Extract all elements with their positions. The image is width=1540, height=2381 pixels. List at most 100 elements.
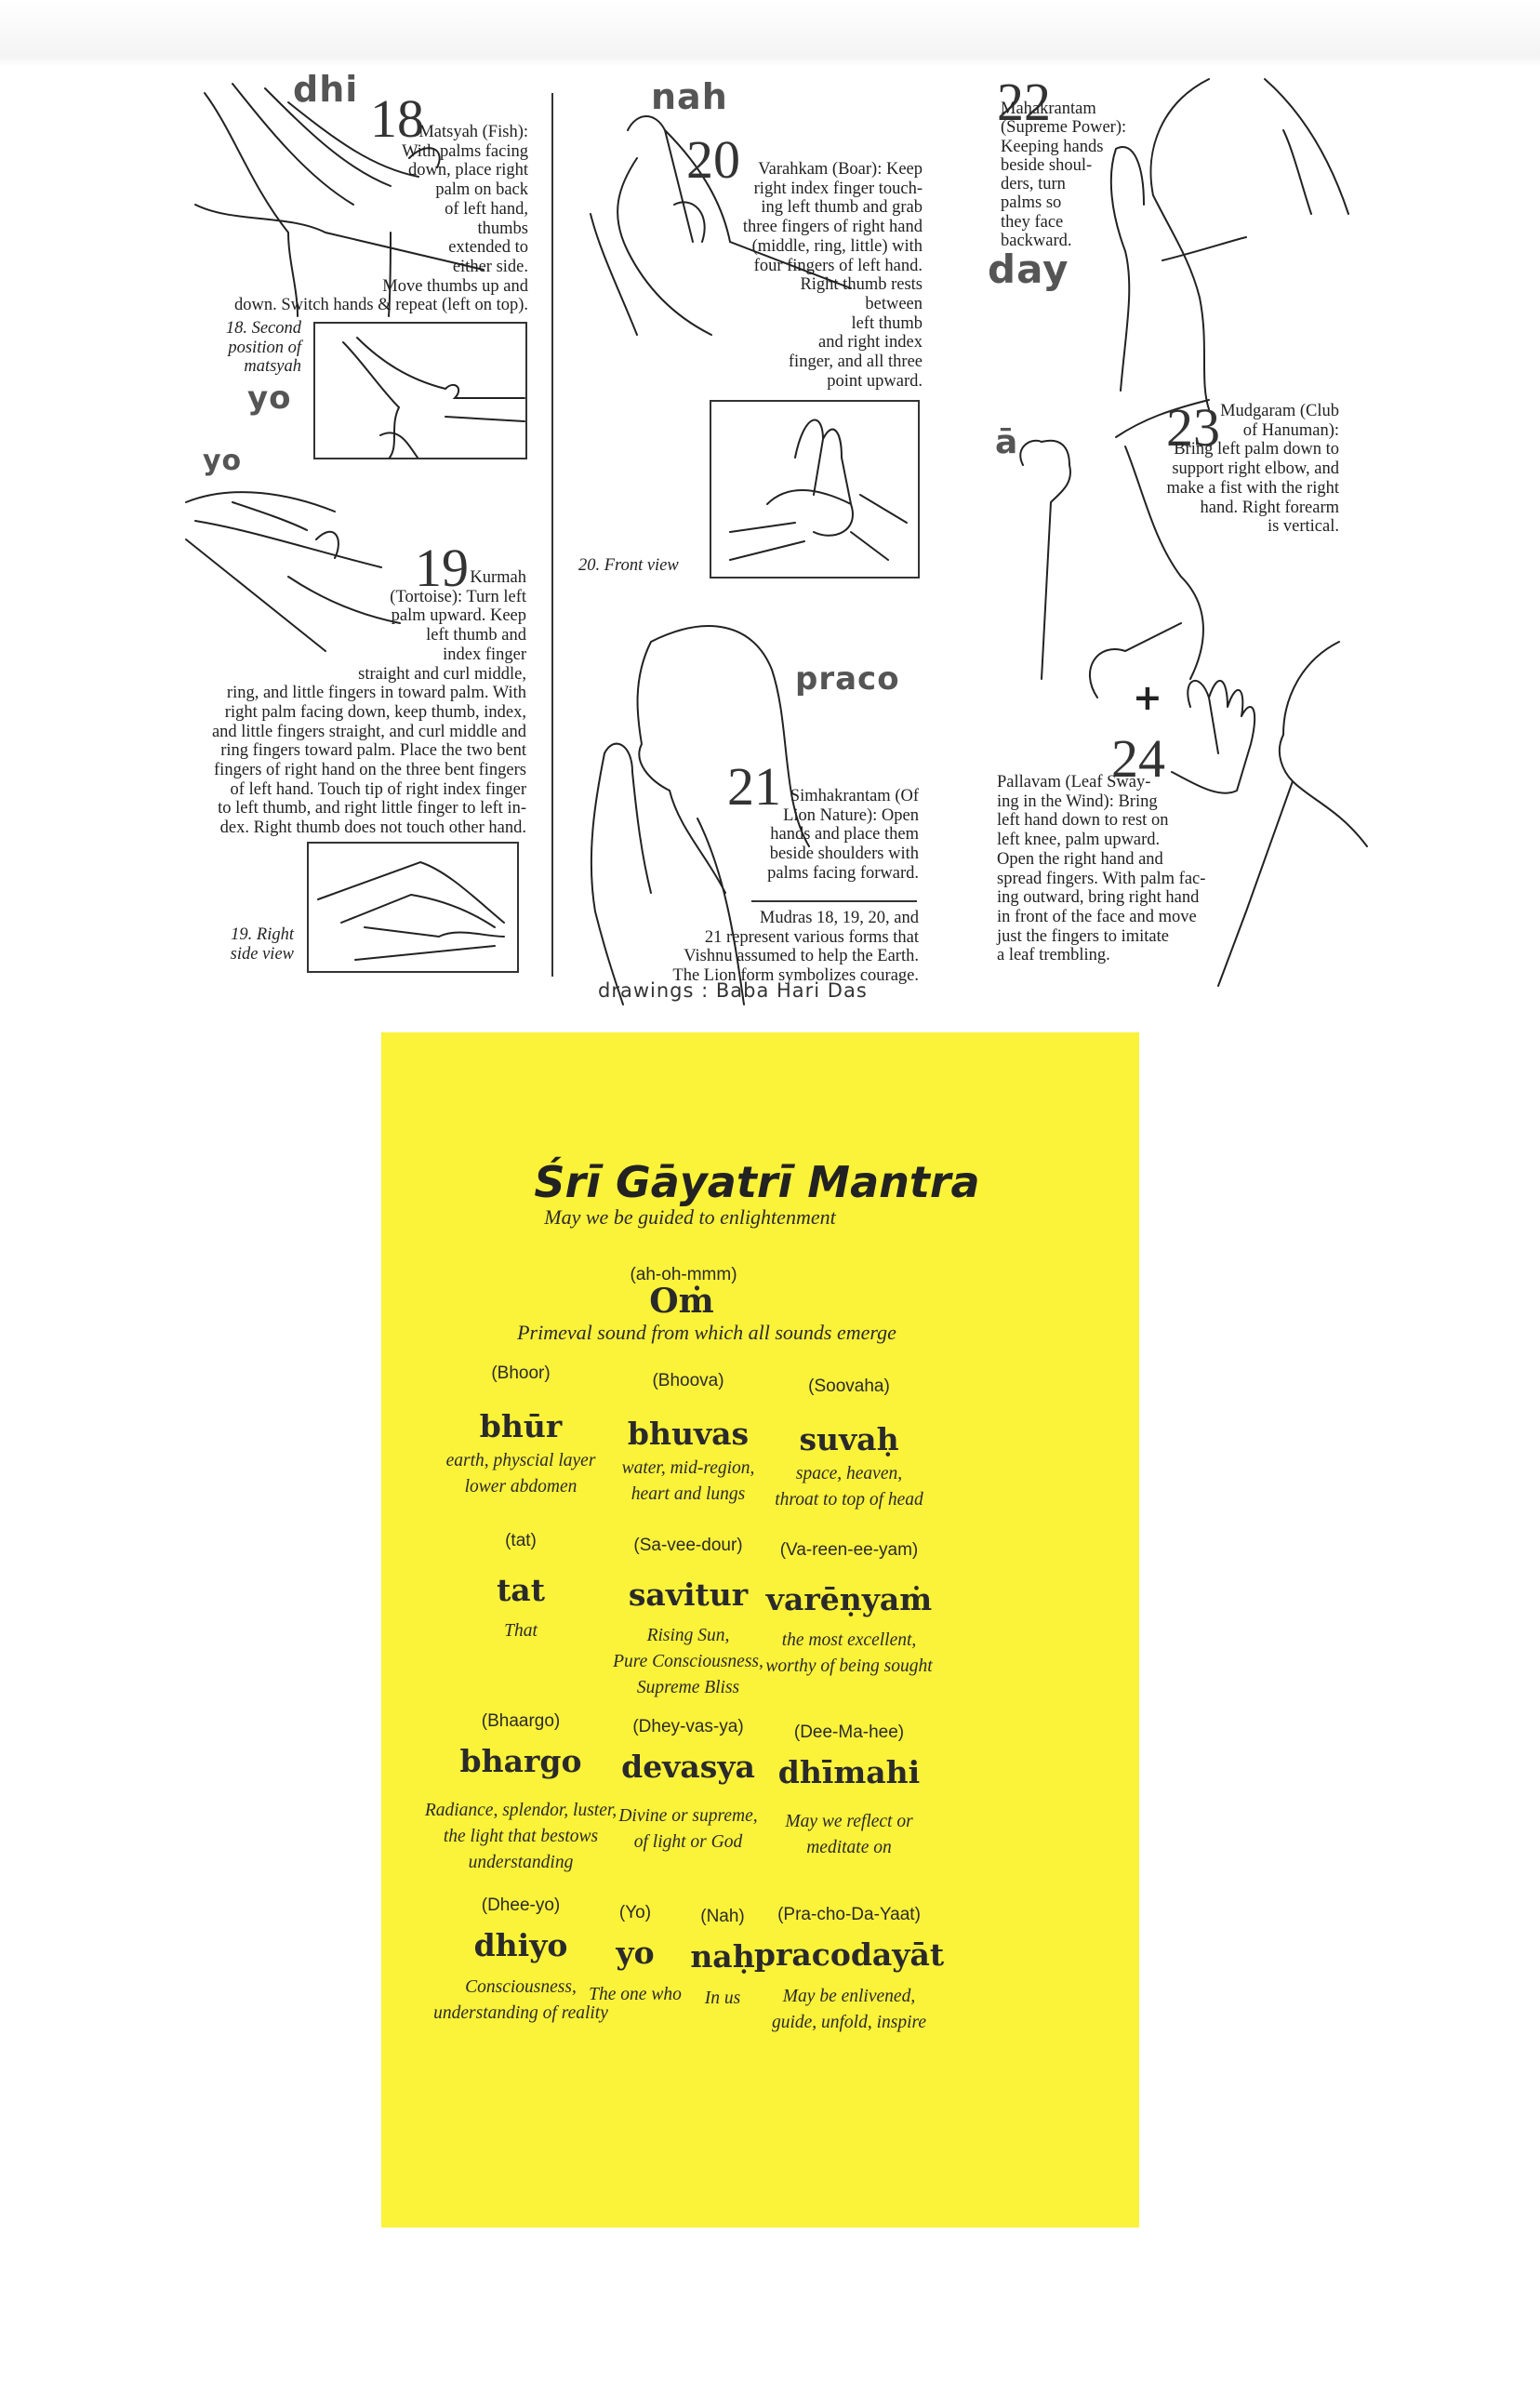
text-line: matsyah xyxy=(244,357,301,377)
text-line: a leaf trembling. xyxy=(997,946,1110,965)
text-line: 18. Second xyxy=(225,319,301,338)
mantra-word: dhiyo xyxy=(473,1927,568,1963)
text-line: With palms facing xyxy=(402,141,528,161)
illustration-matsyah-second xyxy=(342,337,525,459)
mantra-meaning: space, heaven,throat to top of head xyxy=(775,1461,923,1513)
text-line: of Hanuman): xyxy=(1242,420,1339,440)
illustration-matsyah-hands xyxy=(194,83,485,317)
mantra-word: pracodayāt xyxy=(753,1936,945,1973)
text-line: right palm facing down, keep thumb, inde… xyxy=(224,702,526,722)
mantra-meaning: Divine or supreme, of light or God xyxy=(618,1803,757,1856)
text-line: left thumb xyxy=(851,313,923,333)
text-line: in front of the face and move xyxy=(997,907,1197,926)
handwritten-dhi: dhi xyxy=(293,69,359,110)
illustration-varahkam-hands xyxy=(590,115,852,336)
text-line: May be enlivened, xyxy=(782,1987,916,2006)
text-line: hands and place them xyxy=(770,825,919,845)
card-subtitle: May we be guided to enlightenment xyxy=(544,1205,836,1229)
text-line: meditate on xyxy=(806,1838,892,1857)
text-line: is vertical. xyxy=(1267,517,1339,537)
text-line: the light that bestows xyxy=(443,1827,599,1846)
text-line: Simhakrantam (Of xyxy=(790,787,919,805)
text-line: extended to xyxy=(448,238,528,258)
column-divider xyxy=(551,93,553,977)
mantra-word: devasya xyxy=(621,1749,755,1785)
handwritten-plus: + xyxy=(1133,677,1163,718)
text-line: ring, and little fingers in toward palm.… xyxy=(226,684,526,703)
text-line: of left hand, xyxy=(445,199,528,219)
gayatri-mantra-card xyxy=(381,1032,1139,2228)
figure-18-second-position xyxy=(313,322,527,459)
text-line: index finger xyxy=(443,645,526,664)
text-line: left hand down to rest on xyxy=(997,811,1169,831)
text-line: Mahakrantam xyxy=(1001,100,1096,118)
figure-20-caption: 20. Front view xyxy=(578,556,679,575)
mudra-number-20: 20 xyxy=(686,129,740,190)
mantra-word: naḥ xyxy=(690,1938,755,1975)
mantra-pronunciation: (Sa-vee-dour) xyxy=(633,1536,743,1555)
text-line: they face xyxy=(1001,212,1064,232)
text-line: Mudgaram (Club xyxy=(1220,402,1339,420)
mantra-pronunciation: (Yo) xyxy=(618,1903,652,1922)
text-line: ring fingers toward palm. Place the two … xyxy=(220,741,526,761)
illustration-mudgaram-figure xyxy=(1019,399,1210,698)
card-title: Śrī Gāyatrī Mantra xyxy=(534,1157,980,1207)
mantra-word: bhūr xyxy=(479,1408,563,1444)
handwritten-nah: nah xyxy=(651,76,728,117)
text-line: fingers of right hand on the three bent … xyxy=(214,761,526,780)
mantra-meaning: In us xyxy=(705,1986,740,2012)
mantra-pronunciation: (Va-reen-ee-yam) xyxy=(779,1540,919,1560)
text-line: left knee, palm upward. xyxy=(997,831,1161,850)
mantra-meaning: water, mid-region,heart and lungs xyxy=(622,1456,755,1508)
mantra-pronunciation: (Bhaargo) xyxy=(481,1711,561,1731)
text-line: spread fingers. With palm fac- xyxy=(997,869,1206,888)
om-meaning: Primeval sound from which all sounds eme… xyxy=(517,1321,896,1344)
text-line: down. Switch hands & repeat (left on top… xyxy=(234,296,528,315)
text-line: straight and curl middle, xyxy=(358,664,526,684)
mantra-pronunciation: (Pra-cho-Da-Yaat) xyxy=(777,1905,921,1924)
text-line: of left hand. Touch tip of right index f… xyxy=(230,779,526,799)
text-line: support right elbow, and xyxy=(1172,459,1339,479)
text-line: ders, turn xyxy=(1001,175,1066,194)
text-line: make a fist with the right xyxy=(1166,478,1339,498)
text-line: and little fingers straight, and curl mi… xyxy=(211,722,526,741)
text-line: Pure Consciousness, xyxy=(613,1652,763,1671)
mudra-number-21: 21 xyxy=(727,756,781,817)
text-line: Matsyah (Fish): xyxy=(418,123,528,141)
mudra-number-22: 22 xyxy=(997,72,1051,132)
text-line: The one who xyxy=(589,1985,682,2004)
text-line: right index finger touch- xyxy=(753,179,923,198)
text-line: of light or God xyxy=(633,1832,743,1852)
text-line: side view xyxy=(230,944,294,964)
scan-top-edge xyxy=(0,0,1540,67)
text-line: Divine or supreme, xyxy=(618,1806,758,1826)
text-line: Keeping hands xyxy=(1001,137,1104,156)
mantra-meaning: Rising Sun,Pure Consciousness,Supreme Bl… xyxy=(613,1623,763,1701)
text-line: Pallavam (Leaf Sway- xyxy=(997,773,1151,791)
text-line: Varahkam (Boar): Keep xyxy=(758,160,923,179)
text-line: Supreme Bliss xyxy=(636,1678,740,1697)
mantra-pronunciation: (Dhey-vas-ya) xyxy=(632,1717,744,1736)
text-line: Consciousness, xyxy=(465,1977,577,1997)
handwritten-day: day xyxy=(988,246,1069,292)
text-line: palm upward. Keep xyxy=(391,606,526,626)
mantra-pronunciation: (Bhoor) xyxy=(491,1363,551,1383)
illustration-mahakrantam-figure xyxy=(1109,78,1349,410)
mantra-pronunciation: (tat) xyxy=(505,1531,537,1550)
illustration-varahkam-front xyxy=(729,419,908,561)
text-line: space, heaven, xyxy=(795,1464,903,1483)
text-line: dex. Right thumb does not touch other ha… xyxy=(219,818,526,838)
mantra-word: bhuvas xyxy=(627,1416,750,1452)
illustration-kurmah-side xyxy=(317,860,505,961)
handwritten-yo: yo xyxy=(247,379,292,417)
mantra-pronunciation: (Soovaha) xyxy=(808,1377,890,1396)
text-line: water, mid-region, xyxy=(621,1458,755,1478)
text-line: Mudras 18, 19, 20, and xyxy=(759,909,919,927)
text-line: worthy of being sought xyxy=(765,1656,933,1676)
text-line: position of xyxy=(228,338,301,357)
